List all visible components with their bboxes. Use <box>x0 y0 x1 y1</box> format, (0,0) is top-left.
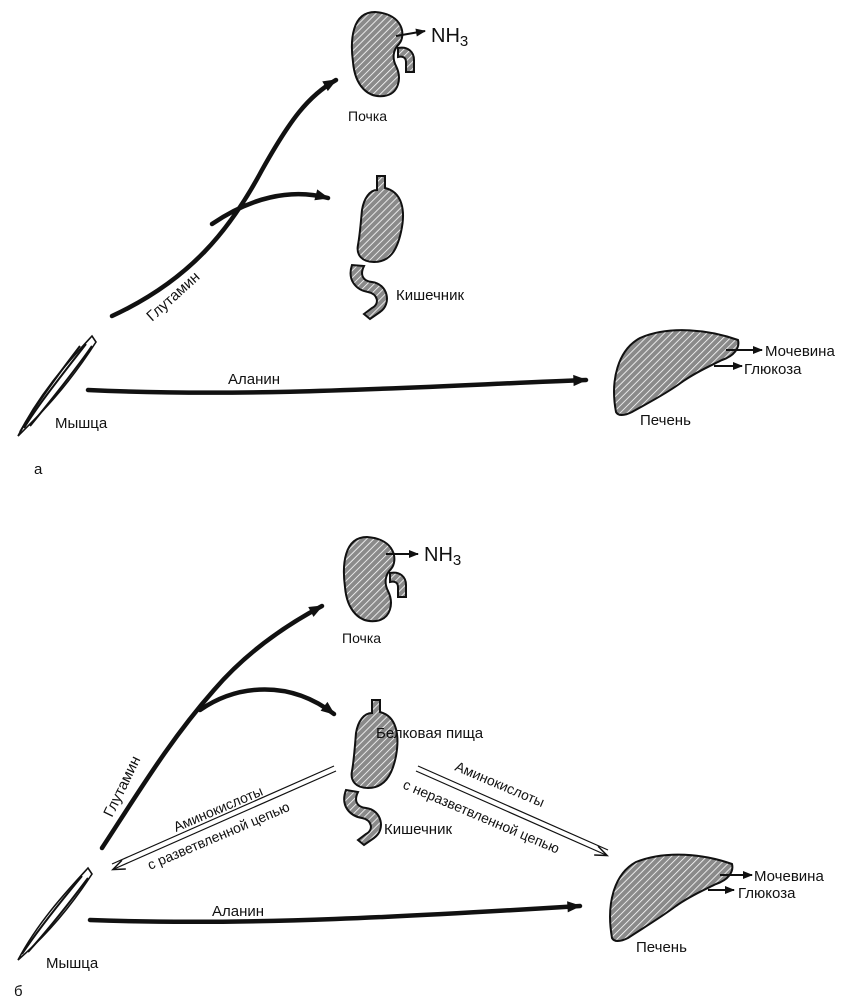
alanine-arrow <box>90 906 580 922</box>
kidney-icon <box>344 537 406 621</box>
non-bcaa-arrow <box>416 766 608 855</box>
panel-b-label: б <box>14 983 23 1000</box>
muscle-icon <box>18 868 92 960</box>
panel-a: NH3 Почка Кишечник Мышца Печень Мочевина… <box>18 12 835 478</box>
muscle-label: Мышца <box>55 415 108 432</box>
liver-icon <box>610 855 732 941</box>
glutamine-to-kidney-arrow <box>112 80 336 316</box>
non-bcaa-label-line2: с неразветвленной цепью <box>401 776 562 856</box>
urea-label: Мочевина <box>754 868 824 885</box>
ammonia-label: NH3 <box>431 25 468 50</box>
intestine-label: Кишечник <box>396 287 464 304</box>
ammonia-label: NH3 <box>424 544 461 569</box>
protein-food-label: Белковая пища <box>376 725 484 742</box>
panel-b: NH3 Почка Белковая пища Кишечник Мышца П… <box>14 537 824 1000</box>
kidney-icon <box>352 12 414 96</box>
intestine-label: Кишечник <box>384 821 452 838</box>
kidney-label: Почка <box>342 630 381 646</box>
liver-label: Печень <box>636 939 687 956</box>
alanine-arrow <box>88 380 586 393</box>
panel-a-label: а <box>34 461 43 478</box>
glutamine-to-intestine-arrow <box>200 690 334 715</box>
glutamine-label: Глутамин <box>100 753 144 819</box>
liver-label: Печень <box>640 412 691 429</box>
alanine-label: Аланин <box>228 371 280 388</box>
liver-icon <box>614 330 738 415</box>
urea-label: Мочевина <box>765 343 835 360</box>
kidney-label: Почка <box>348 108 387 124</box>
alanine-label: Аланин <box>212 903 264 920</box>
glucose-label: Глюкоза <box>738 885 796 902</box>
glucose-label: Глюкоза <box>744 361 802 378</box>
muscle-label: Мышца <box>46 955 99 972</box>
